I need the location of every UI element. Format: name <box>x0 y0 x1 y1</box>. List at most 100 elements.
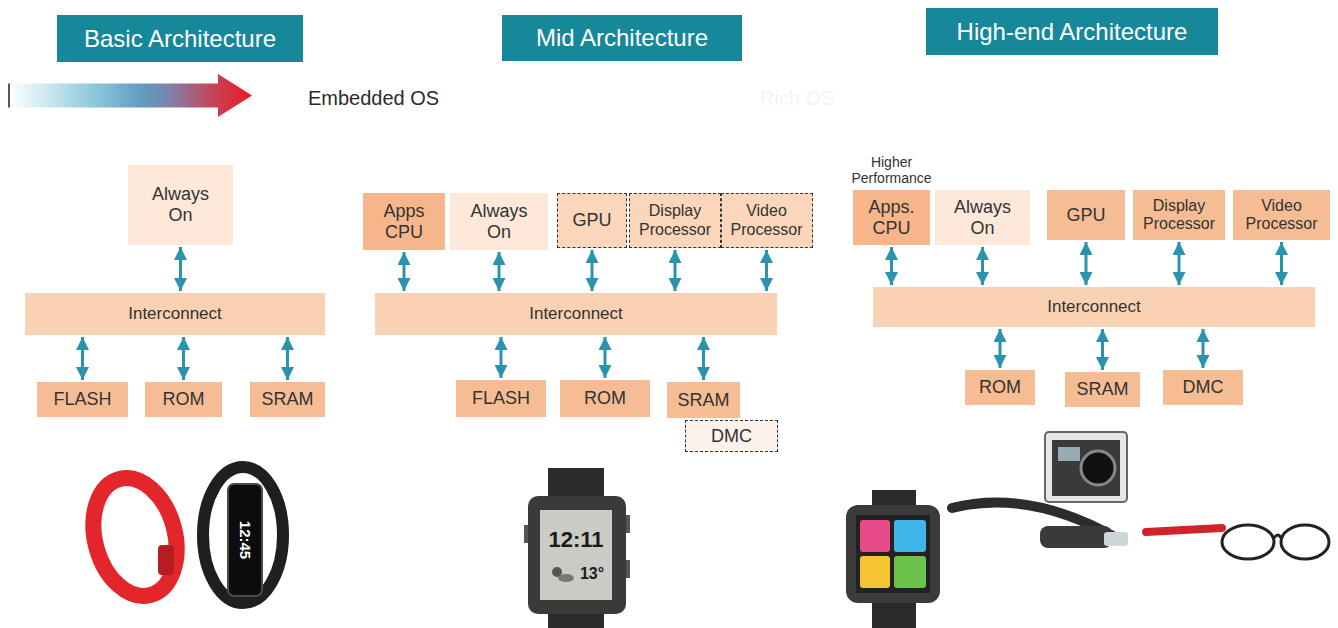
band-arrow-shape <box>8 72 254 119</box>
bus-arrow <box>1085 242 1088 285</box>
memory-block: ROM <box>560 380 650 417</box>
optional-block: DMC <box>685 420 778 452</box>
pebble-watch-illustration-part <box>558 574 574 582</box>
bus-arrow <box>1178 242 1181 285</box>
bus-arrow <box>591 250 594 291</box>
graphics-block: Display Processor <box>1133 190 1225 240</box>
optional-block: GPU <box>557 193 627 248</box>
architecture-header: High-end Architecture <box>926 8 1218 55</box>
interconnect-bar: Interconnect <box>375 293 777 335</box>
box-label: Interconnect <box>128 304 222 324</box>
smart-glasses-illustration-part <box>1104 532 1128 546</box>
eyewear-illustration-part <box>1281 525 1329 559</box>
action-camera-illustration <box>1045 432 1127 502</box>
smartwatch-illustration-part <box>856 515 930 593</box>
box-label: DMC <box>711 426 752 447</box>
smartwatch-illustration-part <box>894 556 926 588</box>
bus-arrow <box>702 337 705 380</box>
box-label: Display Processor <box>1139 197 1219 234</box>
bus-arrow <box>604 337 607 378</box>
smart-band-illustration-part <box>203 467 283 603</box>
eyewear-illustration-part <box>1274 535 1281 538</box>
fitness-band-illustration <box>81 469 189 606</box>
memory-block: SRAM <box>667 382 740 418</box>
eyewear-illustration-part <box>1222 525 1274 559</box>
smart-band-illustration <box>203 467 283 603</box>
box-label: Apps. CPU <box>867 197 917 238</box>
smartwatch-illustration-part <box>846 505 940 603</box>
memory-block: FLASH <box>37 382 128 417</box>
eyewear-illustration-part <box>1146 528 1222 532</box>
box-label: Video Processor <box>1242 197 1322 234</box>
box-label: FLASH <box>53 389 111 410</box>
bus-arrow <box>981 247 984 285</box>
pebble-watch-illustration-part <box>626 515 630 533</box>
memory-block: SRAM <box>1065 372 1140 407</box>
smart-glasses-illustration <box>952 502 1128 548</box>
action-camera-illustration-part <box>1045 432 1127 502</box>
bus-arrow <box>1101 329 1104 370</box>
always-on-block: Always On <box>128 165 233 245</box>
graphics-block: Video Processor <box>1233 190 1330 240</box>
box-label: Video Processor <box>727 202 807 239</box>
bus-arrow <box>890 247 893 285</box>
box-label: SRAM <box>1076 379 1128 400</box>
box-label: Interconnect <box>529 304 623 324</box>
box-label: SRAM <box>261 389 313 410</box>
box-label: ROM <box>979 377 1021 398</box>
bus-arrow <box>1280 242 1283 285</box>
box-label: ROM <box>584 388 626 409</box>
smartwatch-illustration <box>846 490 940 628</box>
bus-arrow <box>179 247 182 291</box>
optional-block: Display Processor <box>629 193 721 248</box>
smartwatch-illustration-part <box>860 520 890 552</box>
bus-arrow <box>999 329 1002 368</box>
bus-arrow <box>765 250 768 291</box>
pebble-watch-illustration-part <box>626 560 630 578</box>
memory-block: ROM <box>965 370 1035 405</box>
box-label: Interconnect <box>1047 297 1141 317</box>
fitness-band-illustration-part <box>158 545 174 575</box>
box-label: Display Processor <box>635 202 715 239</box>
memory-block: ROM <box>145 382 222 417</box>
action-camera-illustration-part <box>1052 440 1120 496</box>
pebble-watch-illustration-part <box>540 510 612 600</box>
smartwatch-illustration-part <box>860 556 890 588</box>
os-label: Rich OS <box>760 87 834 110</box>
screen-time: 12:11 <box>548 528 603 552</box>
box-label: Apps CPU <box>379 201 429 242</box>
bus-arrow <box>674 250 677 291</box>
memory-block: DMC <box>1163 370 1243 405</box>
os-range-arrow: Embedded OSRich OS <box>8 72 1284 128</box>
box-label: ROM <box>163 389 205 410</box>
always-on-block: Always On <box>935 190 1030 245</box>
bus-arrow <box>403 252 406 291</box>
cpu-block: Higher PerformanceApps. CPU <box>853 190 930 245</box>
interconnect-bar: Interconnect <box>873 287 1315 327</box>
box-label: DMC <box>1183 377 1224 398</box>
pebble-watch-illustration-part <box>528 496 626 614</box>
optional-block: Video Processor <box>721 193 813 248</box>
bus-arrow <box>286 337 289 380</box>
memory-block: SRAM <box>250 382 325 417</box>
box-label: GPU <box>1066 205 1105 226</box>
memory-block: FLASH <box>456 380 546 417</box>
cpu-block: Apps CPU <box>363 193 445 250</box>
box-label: GPU <box>572 210 611 231</box>
box-label: FLASH <box>472 388 530 409</box>
fitness-band-illustration-part <box>81 469 189 606</box>
box-label: Always On <box>953 197 1013 238</box>
graphics-block: GPU <box>1047 190 1125 240</box>
bus-arrow <box>500 337 503 378</box>
bus-arrow <box>498 252 501 291</box>
band-arrow-shape <box>8 74 252 117</box>
screen-time: 12:45 <box>237 521 254 559</box>
pebble-watch-illustration <box>524 468 630 628</box>
box-heading: Higher Performance <box>844 154 940 186</box>
pebble-watch-illustration-part <box>524 525 528 543</box>
box-label: Always On <box>469 201 529 242</box>
eyewear-illustration <box>1146 525 1329 559</box>
smart-glasses-illustration-part <box>1040 526 1112 548</box>
architecture-header: Basic Architecture <box>57 15 303 62</box>
